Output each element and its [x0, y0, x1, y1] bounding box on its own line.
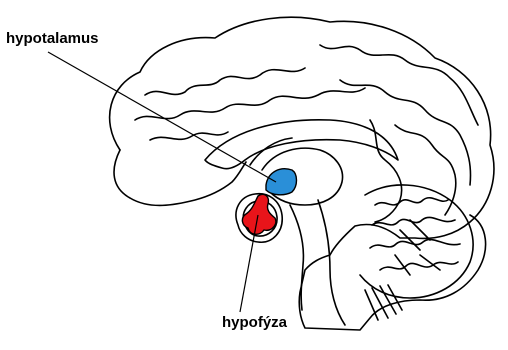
gyri-2: [135, 88, 365, 120]
gyri-5: [150, 132, 228, 140]
hypothalamus-region: [266, 169, 297, 195]
cerebellum-folia-1: [375, 198, 448, 205]
frontal-lobe-lower: [114, 150, 246, 205]
cerebellum-folia-3: [370, 239, 460, 248]
gyri-1: [145, 68, 305, 95]
hypothalamus-label: hypotalamus: [6, 30, 99, 47]
pituitary-label: hypofýza: [222, 314, 287, 331]
gyri-7: [370, 120, 402, 222]
corpus-callosum: [205, 120, 398, 169]
cerebellum-arbor: [395, 220, 440, 275]
pituitary-region: [242, 194, 275, 234]
brainstem-outline: [290, 205, 303, 310]
hypothalamus-leader-line: [48, 52, 276, 182]
gyri-3: [320, 45, 478, 125]
brainstem-inner: [318, 200, 345, 325]
gyri-4: [340, 80, 471, 185]
gyri-6: [395, 125, 456, 215]
cerebellum-folia-4: [380, 262, 458, 270]
